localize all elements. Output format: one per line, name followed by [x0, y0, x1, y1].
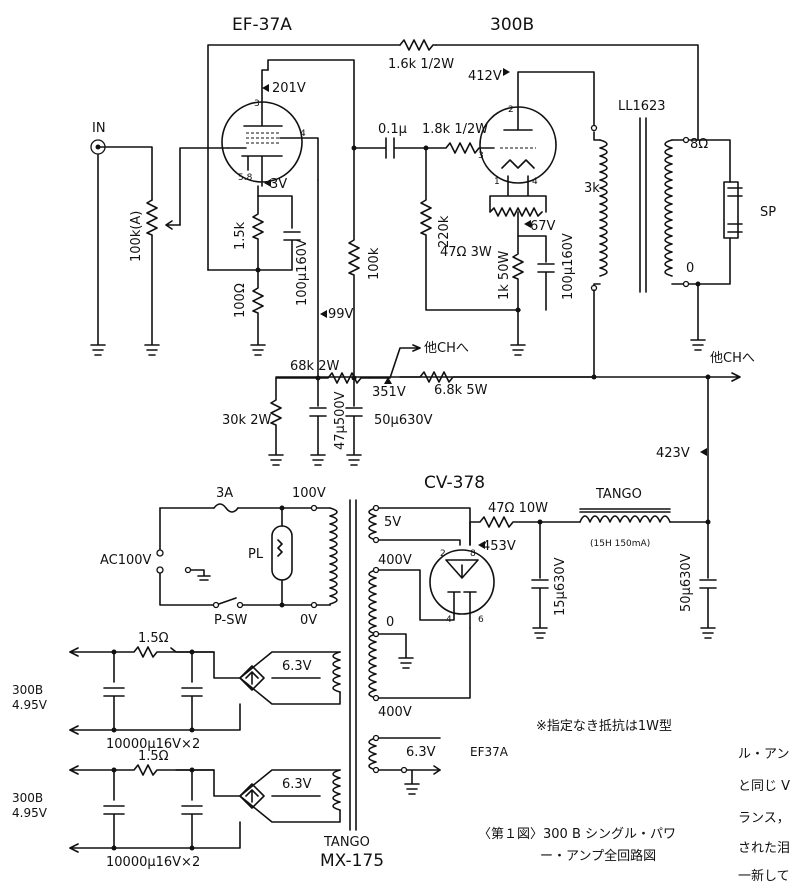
r68k5w-label: 6.8k 5W — [434, 383, 488, 398]
sp-label: SP — [760, 205, 776, 220]
pin-label: 4 — [446, 615, 452, 625]
voltage-201: 201V — [272, 81, 306, 96]
pin-label: 3 — [478, 151, 484, 161]
tango-choke-label: TANGO — [595, 487, 642, 502]
pin-label: 8 — [470, 549, 476, 559]
zero-label: 0 — [686, 261, 694, 276]
c50b-label: 50μ630V — [679, 553, 694, 612]
speaker — [723, 181, 739, 239]
c100-160-b-label: 100μ160V — [561, 233, 576, 300]
r15a-label: 1.5Ω — [138, 631, 169, 646]
choke-spec-label: (15H 150mA) — [590, 539, 650, 549]
v400a-label: 400V — [378, 553, 412, 568]
r1k50w-label: 1k 50W — [497, 251, 512, 300]
pin-label: 2 — [508, 105, 514, 115]
r15k-label: 1.5k — [233, 221, 248, 250]
volume-label: 100k(A) — [129, 211, 144, 262]
r30k-label: 30k 2W — [222, 413, 271, 428]
c10000a-label: 10000μ16V×2 — [106, 737, 200, 752]
r18k-label: 1.8k 1/2W — [422, 122, 488, 137]
caption-line2: ー・アンプ全回路図 — [540, 848, 656, 864]
psw-label: P-SW — [214, 613, 247, 628]
pin-label: 2 — [440, 549, 446, 559]
r100k-label: 100k — [367, 247, 382, 280]
b300a-line1: 300B — [12, 683, 43, 697]
b300a-line2: 4.95V — [12, 698, 48, 712]
b300b-line1: 300B — [12, 791, 43, 805]
v63c-label: 6.3V — [406, 745, 436, 760]
in-label: IN — [92, 121, 106, 136]
cv378-label: CV-378 — [424, 473, 485, 493]
cv378-tube — [429, 549, 495, 615]
pin-label: 5.8 — [238, 173, 253, 183]
v100-label: 100V — [292, 486, 326, 501]
choke-core — [579, 508, 671, 513]
r220k-label: 220k — [437, 215, 452, 248]
ac100-label: AC100V — [100, 553, 152, 568]
3k-label: 3k — [584, 181, 600, 196]
ll1623-label: LL1623 — [618, 99, 666, 114]
body-text-2: と同じ V — [738, 779, 790, 794]
voltage-453: 453V — [482, 539, 516, 554]
b300b-line2: 4.95V — [12, 806, 48, 820]
voltage-3: 3V — [270, 177, 287, 192]
c15-label: 15μ630V — [553, 557, 568, 616]
pin-label: 6 — [478, 615, 484, 625]
body-text-5: 一新して — [738, 868, 790, 884]
pl-label: PL — [248, 547, 264, 562]
r100-label: 100Ω — [233, 283, 248, 318]
fuse — [213, 503, 239, 513]
ohm8-label: 8Ω — [690, 137, 708, 152]
c10000b-label: 10000μ16V×2 — [106, 855, 200, 870]
r68k-label: 68k 2W — [290, 359, 339, 374]
r15b-label: 1.5Ω — [138, 749, 169, 764]
other-ch-label-2: 他CHへ — [710, 351, 755, 366]
pin-label: 3 — [254, 99, 260, 109]
tango-pt-label: TANGO — [323, 835, 370, 850]
voltage-412: 412V — [468, 69, 502, 84]
mx175-label: MX-175 — [320, 851, 384, 871]
voltage-351: 351V — [372, 385, 406, 400]
ef37a-label: EF-37A — [232, 15, 292, 35]
body-text-4: された泪 — [738, 841, 790, 856]
300b-label: 300B — [490, 15, 534, 35]
voltage-423: 423V — [656, 446, 690, 461]
ct0-label: 0 — [386, 615, 394, 630]
fuse-label: 3A — [216, 486, 233, 501]
v400b-label: 400V — [378, 705, 412, 720]
pin-label: 1 — [494, 177, 500, 187]
voltage-67: 67V — [530, 219, 556, 234]
v0-label: 0V — [300, 613, 317, 628]
body-text-3: ランス， — [738, 811, 790, 826]
pin-label: 4 — [300, 129, 306, 139]
c47-label: 47μ500V — [333, 391, 348, 450]
resistor-note: ※指定なき抵抗は1W型 — [536, 719, 672, 734]
body-text-1: ル・アン — [738, 747, 789, 762]
c01-label: 0.1μ — [378, 122, 407, 137]
ef37a-heater-label: EF37A — [470, 745, 509, 759]
c100-160-a-label: 100μ160V — [295, 239, 310, 306]
v5-label: 5V — [384, 515, 401, 530]
voltage-99: 99V — [328, 307, 354, 322]
feedback-resistor-label: 1.6k 1/2W — [388, 57, 454, 72]
r47-3w-label: 47Ω 3W — [440, 245, 492, 260]
caption-line1: 〈第１図〉300 B シングル・パワ — [478, 827, 676, 842]
c50-label: 50μ630V — [374, 413, 433, 428]
v63a-label: 6.3V — [282, 659, 312, 674]
v63b-label: 6.3V — [282, 777, 312, 792]
r47-10w-label: 47Ω 10W — [488, 501, 548, 516]
pin-label: 4 — [532, 177, 538, 187]
other-ch-label-1: 他CHへ — [424, 341, 469, 356]
